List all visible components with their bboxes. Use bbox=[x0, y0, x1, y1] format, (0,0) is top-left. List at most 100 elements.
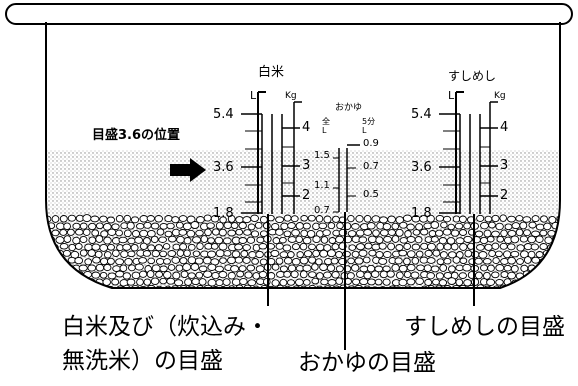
rice-grain bbox=[478, 251, 488, 259]
marker-label: 目盛3.6の位置 bbox=[92, 128, 181, 143]
rice-grain bbox=[203, 284, 213, 288]
rice-grain bbox=[198, 278, 207, 286]
rice-grain bbox=[322, 229, 331, 237]
rice-grain bbox=[282, 244, 292, 252]
rice-grain bbox=[332, 215, 340, 223]
sushi-left-1-8: 1.8 bbox=[411, 206, 432, 221]
rice-grain bbox=[239, 277, 248, 286]
rice-grain bbox=[440, 221, 448, 229]
rice-grain bbox=[428, 230, 437, 237]
rice-grain bbox=[156, 228, 165, 236]
rice-grain bbox=[311, 263, 319, 271]
rice-grain bbox=[136, 222, 145, 230]
rice-grain bbox=[474, 257, 483, 265]
rice-grain bbox=[458, 229, 468, 236]
rice-grain bbox=[331, 271, 340, 279]
rice-grain bbox=[79, 222, 88, 230]
rice-grain bbox=[227, 229, 237, 237]
rice-grain bbox=[242, 216, 252, 224]
rice-grain bbox=[519, 235, 529, 243]
rice-grain bbox=[286, 279, 296, 286]
rice-grain bbox=[127, 250, 136, 258]
rice-grain bbox=[515, 286, 524, 288]
rice-grain bbox=[195, 271, 204, 279]
rice-grain bbox=[91, 286, 100, 288]
rice-grain bbox=[247, 279, 257, 287]
rice-grain bbox=[123, 214, 132, 223]
rice-grain bbox=[196, 284, 204, 288]
rice-grain bbox=[47, 277, 56, 286]
rice-grain bbox=[370, 286, 379, 288]
rice-grain bbox=[447, 277, 457, 285]
rice-grain bbox=[211, 228, 220, 236]
rice-grain bbox=[452, 256, 461, 264]
rice-grain bbox=[358, 236, 368, 244]
rice-grain bbox=[283, 270, 292, 278]
rice-grain bbox=[302, 236, 312, 245]
rice-grain bbox=[420, 228, 429, 236]
rice-grain bbox=[556, 272, 560, 280]
rice-grain bbox=[378, 242, 387, 250]
rice-grain bbox=[335, 250, 343, 259]
rice-grain bbox=[391, 235, 400, 243]
rice-grain bbox=[558, 279, 560, 287]
rice-grain bbox=[291, 243, 301, 251]
okayu-scale bbox=[333, 144, 360, 350]
rice-grain bbox=[315, 258, 323, 266]
rice-grain bbox=[492, 257, 500, 265]
rice-grain bbox=[74, 256, 84, 265]
rice-grain bbox=[496, 235, 505, 243]
okayu-five-header: 5分 L bbox=[362, 117, 376, 135]
rice-grain bbox=[54, 277, 64, 286]
rice-grain bbox=[471, 250, 480, 259]
rice-grain bbox=[136, 278, 144, 286]
rice-grain bbox=[536, 278, 544, 286]
rice-grain bbox=[450, 229, 460, 237]
rice-grain bbox=[172, 271, 181, 280]
rice-grain bbox=[254, 221, 263, 229]
rice-grain bbox=[552, 277, 560, 286]
rice-grain bbox=[90, 215, 100, 223]
rice-grain bbox=[347, 257, 355, 265]
rice-grain bbox=[51, 272, 60, 280]
rice-grain bbox=[527, 235, 537, 244]
rice-grain bbox=[510, 250, 520, 258]
rice-grain bbox=[354, 284, 364, 288]
rice-grain bbox=[354, 257, 364, 265]
rice-grain bbox=[335, 235, 345, 244]
rice-grain bbox=[459, 243, 468, 251]
rice-grain bbox=[351, 250, 360, 258]
rice-grain bbox=[150, 277, 160, 285]
rice-grain bbox=[259, 215, 268, 224]
rice-grain bbox=[46, 272, 51, 280]
sushi-left-5-4: 5.4 bbox=[411, 107, 432, 122]
rice-grain bbox=[179, 257, 188, 265]
rice-grain bbox=[159, 277, 168, 285]
white-rice-unit-kg: Kg bbox=[285, 91, 297, 101]
rice-grain bbox=[222, 278, 231, 286]
rice-grain bbox=[63, 235, 72, 243]
rice-grain bbox=[415, 277, 424, 285]
rice-grain bbox=[262, 222, 271, 230]
rice-grain bbox=[308, 284, 317, 288]
sushi-scale bbox=[439, 91, 498, 306]
rice-grain bbox=[394, 286, 403, 288]
rice-grain bbox=[420, 242, 429, 250]
rice-grain bbox=[99, 271, 108, 279]
rice-grain bbox=[83, 285, 93, 288]
rice-grain bbox=[323, 271, 332, 279]
rice-grain bbox=[362, 256, 371, 264]
rice-grain bbox=[192, 250, 201, 257]
rice-grain bbox=[178, 215, 188, 222]
rice-grain bbox=[88, 236, 97, 244]
rice-grain bbox=[486, 278, 496, 286]
pot-outline bbox=[45, 22, 561, 289]
rice-grain bbox=[519, 221, 528, 230]
rice-grain bbox=[464, 249, 473, 258]
rice-grain bbox=[351, 223, 360, 230]
rice-grain bbox=[66, 228, 75, 236]
rice-grain bbox=[543, 264, 552, 272]
rice-grain bbox=[59, 272, 68, 280]
rice-grain bbox=[491, 271, 500, 279]
rice-grain bbox=[279, 236, 287, 244]
